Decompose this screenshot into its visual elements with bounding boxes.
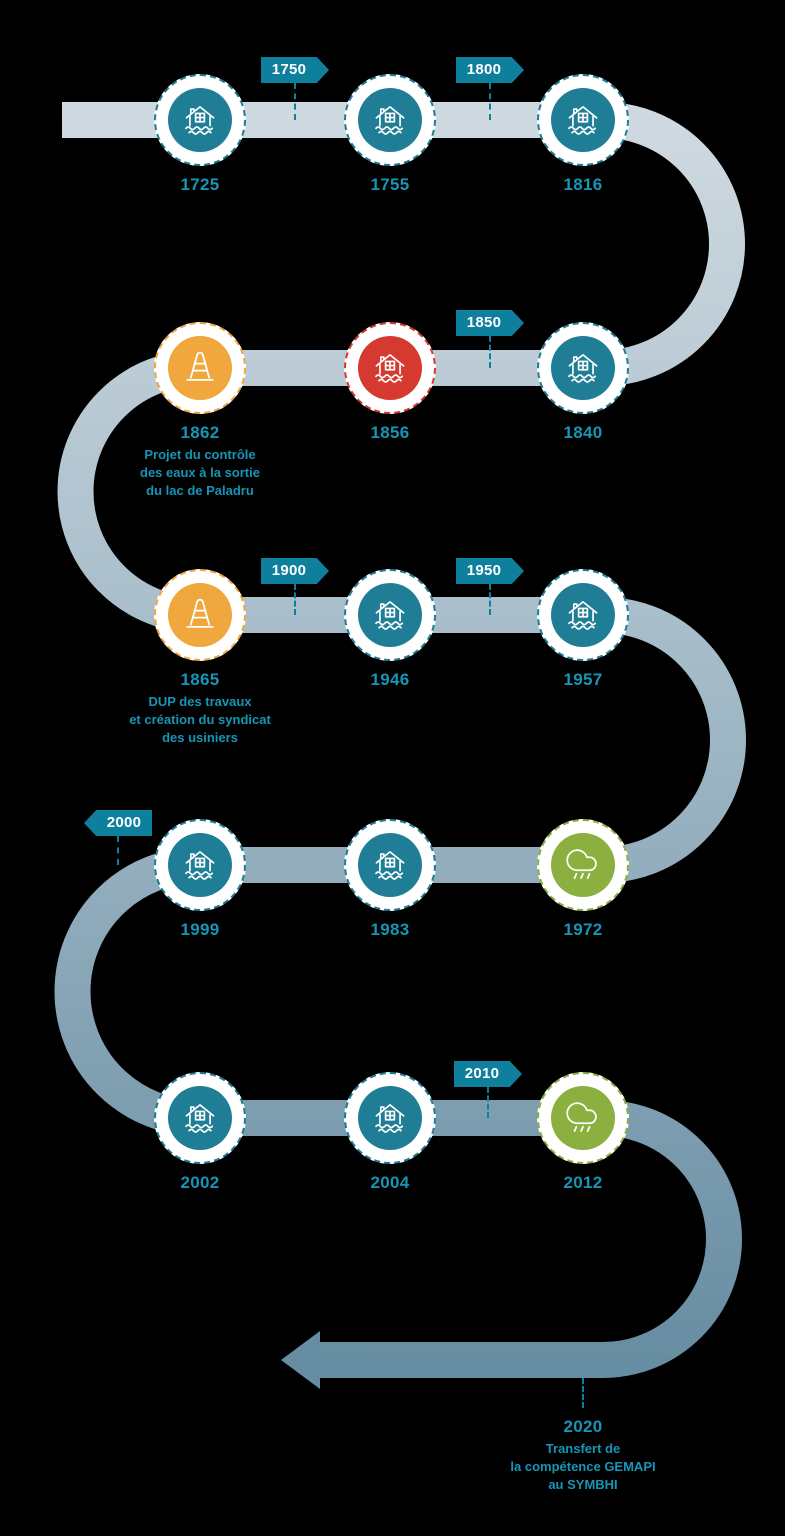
event-year: 1725 — [180, 175, 220, 194]
event-circle — [537, 569, 629, 661]
timeline-node-1840: 1840 — [488, 322, 678, 443]
dashed-connector — [489, 336, 491, 368]
year-flag: 2000 — [84, 810, 152, 836]
flood-house-icon — [551, 336, 615, 400]
event-year: 1755 — [370, 175, 410, 194]
year-flag: 1800 — [456, 57, 524, 83]
event-circle — [154, 569, 246, 661]
event-year: 1862 — [180, 423, 220, 442]
flood-house-icon — [168, 1086, 232, 1150]
flood-house-icon — [358, 583, 422, 647]
year-marker-2010: 2010 — [454, 1061, 522, 1118]
roadwork-cone-icon — [168, 583, 232, 647]
timeline-path — [54, 102, 746, 1378]
event-year: 1946 — [370, 670, 410, 689]
timeline-node-2004: 2004 — [295, 1072, 485, 1193]
year-flag: 1950 — [456, 558, 524, 584]
dashed-connector — [489, 584, 491, 615]
flood-house-icon — [358, 336, 422, 400]
event-year: 2004 — [370, 1173, 410, 1192]
timeline-node-2012: 2012 — [488, 1072, 678, 1193]
dashed-connector — [117, 836, 119, 865]
timeline-node-1856: 1856 — [295, 322, 485, 443]
flood-house-icon — [358, 833, 422, 897]
rain-cloud-icon — [551, 833, 615, 897]
event-circle — [537, 819, 629, 911]
event-circle — [154, 1072, 246, 1164]
timeline-node-1725: 1725 — [105, 74, 295, 195]
event-circle — [154, 322, 246, 414]
event-circle — [537, 322, 629, 414]
timeline-node-1946: 1946 — [295, 569, 485, 690]
timeline-node-1816: 1816 — [488, 74, 678, 195]
event-year: 2002 — [180, 1173, 220, 1192]
timeline-node-1972: 1972 — [488, 819, 678, 940]
event-year: 1856 — [370, 423, 410, 442]
event-circle — [537, 1072, 629, 1164]
year-marker-2000: 2000 — [84, 810, 152, 865]
timeline-node-1865: 1865 DUP des travaux et création du synd… — [105, 569, 295, 747]
dashed-connector — [582, 1378, 584, 1408]
timeline-node-1957: 1957 — [488, 569, 678, 690]
year-flag: 1850 — [456, 310, 524, 336]
year-marker-1800: 1800 — [456, 57, 524, 120]
timeline-node-1983: 1983 — [295, 819, 485, 940]
flood-house-icon — [358, 88, 422, 152]
event-year: 1972 — [563, 920, 603, 939]
year-marker-1750: 1750 — [261, 57, 329, 120]
timeline-node-2002: 2002 — [105, 1072, 295, 1193]
event-year: 1983 — [370, 920, 410, 939]
year-marker-1850: 1850 — [456, 310, 524, 368]
event-year: 1999 — [180, 920, 220, 939]
year-marker-1900: 1900 — [261, 558, 329, 615]
event-circle — [344, 1072, 436, 1164]
event-year: 1840 — [563, 423, 603, 442]
event-circle — [154, 819, 246, 911]
event-year: 1816 — [563, 175, 603, 194]
event-circle — [344, 569, 436, 661]
timeline-node-1999: 1999 — [105, 819, 295, 940]
event-circle — [344, 74, 436, 166]
dashed-connector — [489, 83, 491, 120]
rain-cloud-icon — [551, 1086, 615, 1150]
flood-house-icon — [551, 88, 615, 152]
endpoint-description: Transfert de la compétence GEMAPI au SYM… — [510, 1441, 656, 1492]
endpoint-2020: 2020 Transfert de la compétence GEMAPI a… — [473, 1378, 693, 1494]
event-year: 1957 — [563, 670, 603, 689]
arrowhead-icon — [281, 1331, 320, 1389]
event-year: 1865 — [180, 670, 220, 689]
year-flag: 1750 — [261, 57, 329, 83]
year-flag: 1900 — [261, 558, 329, 584]
timeline-node-1755: 1755 — [295, 74, 485, 195]
event-year: 2012 — [563, 1173, 603, 1192]
flood-house-icon — [551, 583, 615, 647]
event-circle — [537, 74, 629, 166]
event-circle — [344, 819, 436, 911]
event-description: Projet du contrôle des eaux à la sortie … — [140, 447, 260, 498]
dashed-connector — [294, 83, 296, 120]
flood-house-icon — [358, 1086, 422, 1150]
endpoint-year: 2020 — [563, 1417, 603, 1436]
dashed-connector — [487, 1087, 489, 1118]
roadwork-cone-icon — [168, 336, 232, 400]
event-description: DUP des travaux et création du syndicat … — [129, 694, 271, 745]
timeline-node-1862: 1862 Projet du contrôle des eaux à la so… — [105, 322, 295, 500]
dashed-connector — [294, 584, 296, 615]
event-circle — [344, 322, 436, 414]
year-marker-1950: 1950 — [456, 558, 524, 615]
year-flag: 2010 — [454, 1061, 522, 1087]
flood-house-icon — [168, 88, 232, 152]
event-circle — [154, 74, 246, 166]
flood-house-icon — [168, 833, 232, 897]
